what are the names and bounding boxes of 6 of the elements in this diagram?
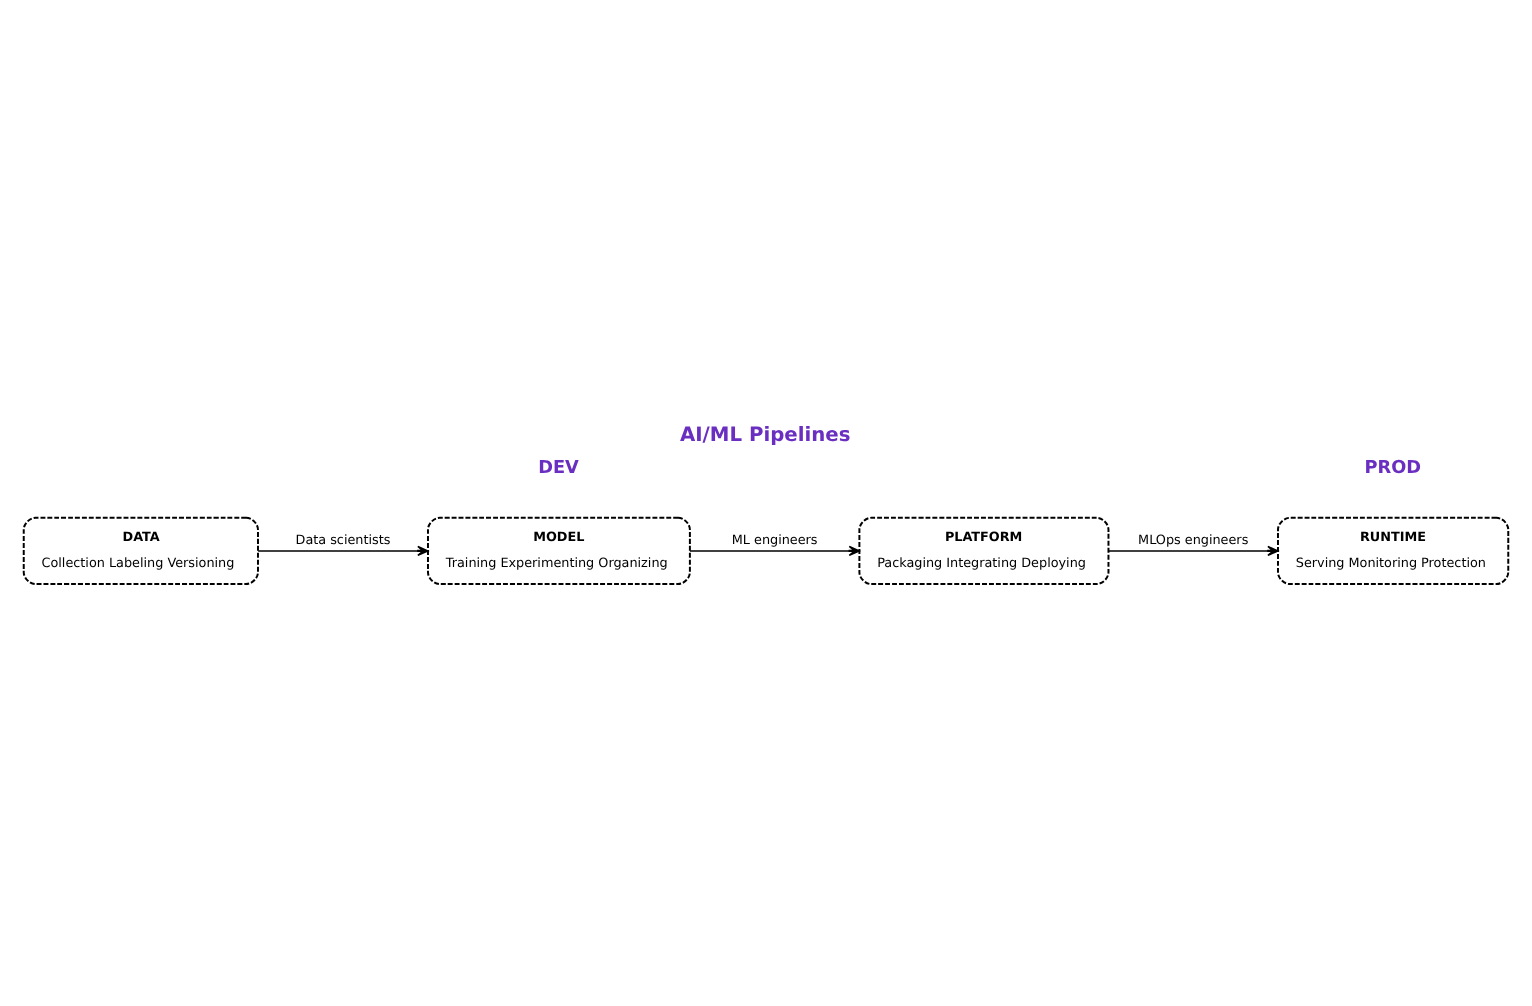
arrow [689, 545, 860, 557]
arrow [1107, 545, 1279, 557]
label: DEV [538, 458, 579, 479]
arrow [257, 545, 429, 557]
label: PROD [1364, 458, 1421, 479]
diagram-title: AI/ML Pipelines [680, 424, 851, 447]
